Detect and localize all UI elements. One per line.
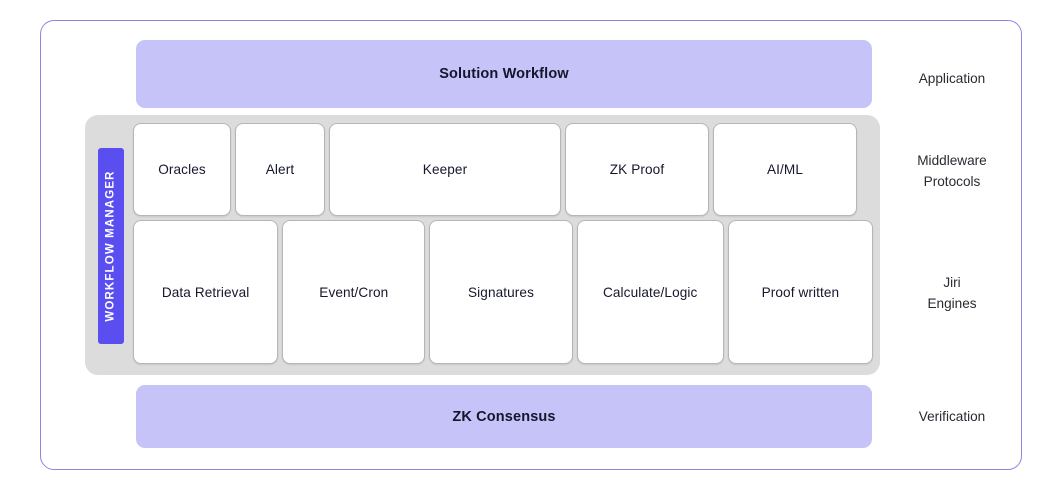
caption-engines-layer: Jiri Engines xyxy=(888,272,1016,314)
middleware-card-oracles[interactable]: Oracles xyxy=(133,123,231,216)
card-label: AI/ML xyxy=(766,162,803,177)
middleware-card-keeper[interactable]: Keeper xyxy=(329,123,561,216)
verification-layer-label: ZK Consensus xyxy=(452,408,556,425)
application-layer-label: Solution Workflow xyxy=(439,66,569,82)
engine-card-calculate-logic[interactable]: Calculate/Logic xyxy=(576,220,724,364)
caption-text-line2: Protocols xyxy=(923,174,981,190)
card-label: ZK Proof xyxy=(609,162,665,177)
caption-text: Application xyxy=(918,71,986,86)
middleware-card-zk-proof[interactable]: ZK Proof xyxy=(565,123,709,216)
card-label: Event/Cron xyxy=(319,284,389,300)
workflow-manager-label: WORKFLOW MANAGER xyxy=(105,170,117,322)
card-label: Keeper xyxy=(422,162,468,177)
caption-verification-layer: Verification xyxy=(888,406,1016,427)
application-layer-band[interactable]: Solution Workflow xyxy=(136,40,872,108)
middleware-card-alert[interactable]: Alert xyxy=(235,123,325,216)
engine-card-event-cron[interactable]: Event/Cron xyxy=(282,220,426,364)
caption-text-line1: Jiri xyxy=(943,275,961,290)
middleware-card-ai-ml[interactable]: AI/ML xyxy=(713,123,857,216)
engine-card-proof-written[interactable]: Proof written xyxy=(727,220,873,364)
caption-text-line2: Engines xyxy=(927,296,977,312)
middleware-protocols-row: Oracles Alert Keeper ZK Proof AI/ML xyxy=(133,123,873,216)
verification-layer-band[interactable]: ZK Consensus xyxy=(136,385,872,448)
card-label: Data Retrieval xyxy=(161,284,250,300)
caption-text: Verification xyxy=(918,409,986,424)
card-label: Proof written xyxy=(761,284,840,300)
card-label: Oracles xyxy=(158,162,206,177)
caption-middleware-layer: Middleware Protocols xyxy=(888,150,1016,192)
engine-card-data-retrieval[interactable]: Data Retrieval xyxy=(133,220,279,364)
caption-text-line1: Middleware xyxy=(917,153,987,168)
workflow-manager-bar[interactable]: WORKFLOW MANAGER xyxy=(98,148,124,344)
card-label: Calculate/Logic xyxy=(602,284,698,300)
engine-card-signatures[interactable]: Signatures xyxy=(429,220,573,364)
card-label: Signatures xyxy=(468,284,534,300)
jiri-engines-row: Data Retrieval Event/Cron Signatures Cal… xyxy=(133,220,873,364)
card-label: Alert xyxy=(265,162,295,177)
caption-application-layer: Application xyxy=(888,68,1016,89)
